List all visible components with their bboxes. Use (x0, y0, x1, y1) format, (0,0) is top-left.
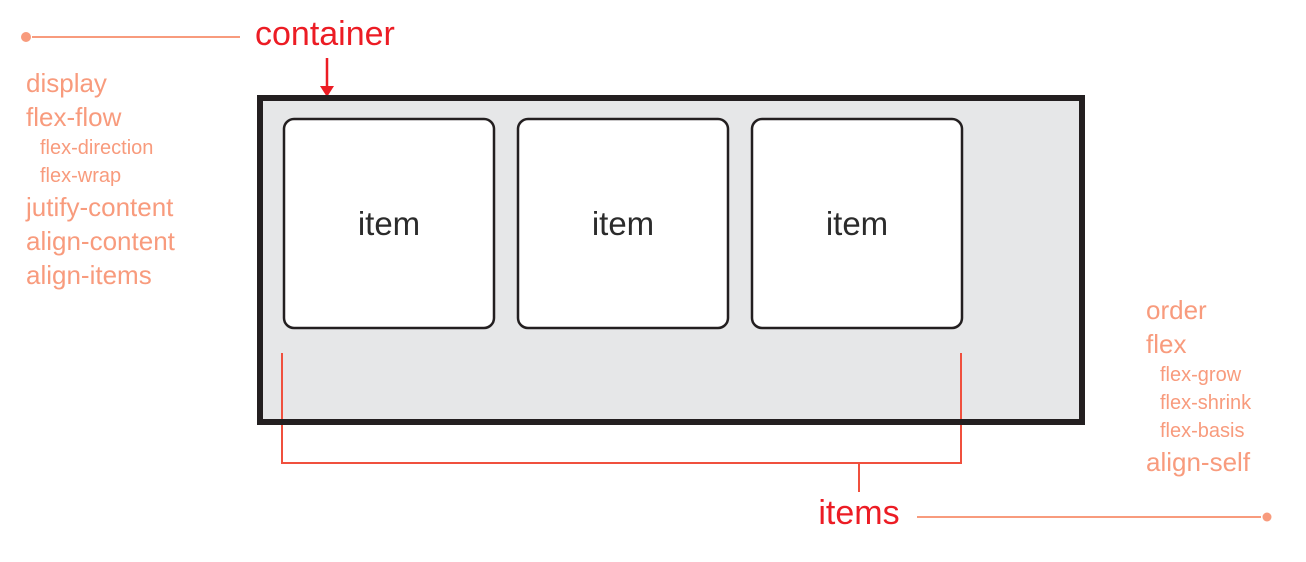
item-property-flex-basis: flex-basis (1160, 420, 1245, 442)
container-property-flex-wrap: flex-wrap (40, 165, 122, 187)
container-arrow-head-icon (320, 86, 334, 97)
items-bracket (281, 353, 962, 464)
container-property-display: display (26, 68, 107, 98)
flex-item-label: item (358, 205, 420, 242)
item-property-flex: flex (1146, 329, 1187, 359)
flex-item-box (516, 117, 730, 330)
container-property-flex-direction: flex-direction (40, 137, 154, 159)
items-label: items (818, 494, 899, 532)
container-property-flex-flow: flex-flow (26, 102, 122, 132)
flex-item-box (282, 117, 496, 330)
flex-item-label: item (826, 205, 888, 242)
flex-item-1: item (282, 117, 496, 330)
leader-dot-left (21, 32, 31, 42)
container-label: container (255, 15, 395, 53)
item-property-order: order (1146, 295, 1207, 325)
container-property-align-content: align-content (26, 226, 175, 256)
flex-item-box (750, 117, 964, 330)
flex-item-3: item (750, 117, 964, 330)
container-property-jutify-content: jutify-content (26, 192, 174, 222)
item-properties-list: order flex flex-grow flex-shrink flex-ba… (1146, 293, 1251, 479)
leader-dot-right (1262, 512, 1272, 522)
container-property-align-items: align-items (26, 260, 152, 290)
flex-container-border (257, 95, 1085, 425)
item-property-align-self: align-self (1146, 447, 1251, 477)
item-property-flex-shrink: flex-shrink (1160, 392, 1252, 414)
item-property-flex-grow: flex-grow (1160, 364, 1242, 386)
flex-item-label: item (592, 205, 654, 242)
flex-item-2: item (516, 117, 730, 330)
container-properties-list: display flex-flow flex-direction flex-wr… (26, 66, 175, 292)
